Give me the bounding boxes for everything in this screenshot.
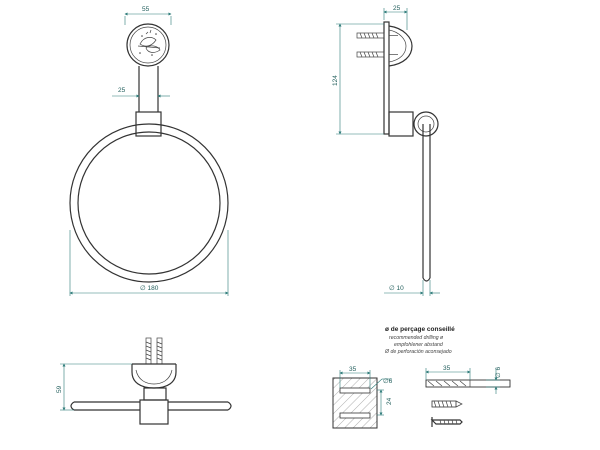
drill-bit-detail: 35 ∅ 6 [425, 365, 511, 427]
side-ring-bar [422, 124, 431, 282]
front-ring-dimension: ∅ 180 [69, 230, 229, 296]
drill-length-dimension: 35 [425, 365, 471, 380]
wall-rosette [126, 23, 170, 67]
side-bar-diameter-label: ∅ 10 [389, 285, 404, 292]
hole-diameter-label: ∅6 [383, 378, 393, 385]
bottom-view: 59 [56, 337, 232, 425]
front-ring-diameter-label: ∅ 180 [140, 285, 159, 292]
hole-diameter-dimension: ∅6 [370, 378, 393, 390]
side-wall-plugs [356, 32, 398, 58]
side-height-dimension: 124 [332, 23, 384, 135]
side-bar-dimension: ∅ 10 [384, 280, 440, 296]
front-stem-dimension: 25 [112, 87, 170, 98]
front-view: 55 25 [69, 6, 229, 296]
side-rosette-profile [388, 25, 413, 67]
front-stem [138, 66, 159, 112]
leaf-logo-icon [137, 29, 161, 56]
wall-plug-icon [431, 400, 463, 408]
front-top-dimension: 55 [124, 6, 172, 25]
hole-width-dimension: 35 [339, 366, 371, 388]
side-wall-plate [383, 21, 390, 135]
drill-hole-section: 35 ∅6 24 [332, 366, 393, 429]
drill-diameter-label: ∅ 6 [495, 367, 502, 378]
front-stem-width-label: 25 [118, 87, 126, 94]
side-height-label: 124 [332, 75, 339, 86]
screw-icon [430, 417, 463, 427]
side-depth-dimension: 25 [383, 5, 408, 30]
bottom-height-dimension: 59 [56, 363, 132, 411]
towel-ring [69, 123, 229, 283]
side-depth-label: 25 [393, 5, 401, 12]
hole-depth-label: 24 [386, 397, 393, 405]
drill-bit-icon [425, 379, 511, 388]
drill-diameter-dimension: ∅ 6 [486, 367, 502, 394]
drilling-note-en: recommended drilling ø [389, 335, 444, 341]
front-top-width-label: 55 [142, 6, 150, 13]
bottom-height-label: 59 [56, 385, 63, 393]
drilling-note: ø de perçage conseillé recommended drill… [384, 326, 455, 355]
drilling-note-title: ø de perçage conseillé [385, 326, 455, 333]
bottom-wall-plugs [145, 337, 163, 365]
drill-length-label: 35 [443, 365, 451, 372]
hole-depth-dimension: 24 [377, 389, 393, 416]
hole-width-label: 35 [349, 366, 357, 373]
bottom-collar [139, 399, 169, 425]
side-ring-bend [413, 111, 439, 137]
drilling-note-es: Ø de perforación aconsejado [384, 349, 452, 355]
side-view: 25 124 [332, 5, 440, 296]
bottom-ring-bar [70, 401, 232, 411]
side-arm [388, 111, 414, 137]
drilling-note-de: empfohlener abstand [394, 342, 444, 348]
ring-collar [135, 111, 162, 137]
